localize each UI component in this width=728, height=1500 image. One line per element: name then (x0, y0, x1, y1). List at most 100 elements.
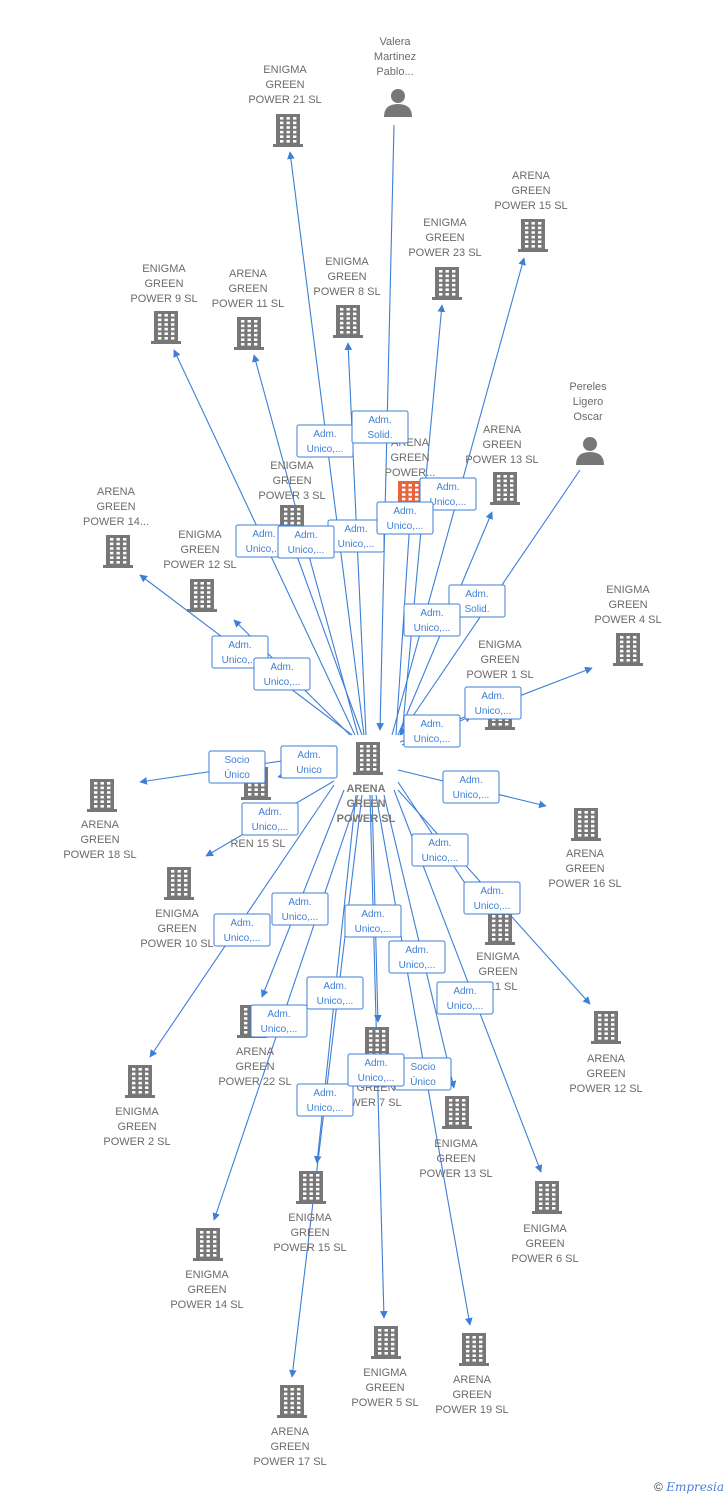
edge-label-text: Unico,... (252, 822, 289, 833)
edge-label-eg14[interactable]: Adm.Unico,... (271, 892, 329, 926)
building-icon[interactable] (151, 311, 181, 344)
edge-label-ag17[interactable]: Adm.Unico,... (306, 976, 364, 1010)
edge-label-ag19[interactable]: Adm.Unico,... (388, 940, 446, 974)
building-icon[interactable] (125, 1065, 155, 1098)
edge-label-eg6[interactable]: Adm. Unico,... (436, 981, 494, 1015)
building-icon[interactable] (490, 472, 520, 505)
edge-label-ag16[interactable]: Adm.Unico,... (442, 770, 500, 804)
building-icon[interactable] (371, 1326, 401, 1359)
building-icon[interactable] (296, 1171, 326, 1204)
person-icon[interactable] (384, 89, 412, 117)
edge-label-text: Solid. (464, 604, 489, 615)
building-icon[interactable] (485, 912, 515, 945)
edge-label-eg15[interactable]: Adm.Unico,... (296, 1083, 354, 1117)
edge-label-eg3[interactable]: Adm.Unico,... (277, 525, 335, 559)
edge-label-text: Adm. (364, 1058, 387, 1069)
node-label-line: GREEN (144, 278, 183, 290)
edge-label-eg10[interactable]: Adm.Unico,... (241, 802, 299, 836)
building-icon[interactable] (187, 579, 217, 612)
edge-label-eg1[interactable]: Adm.Unico,... (403, 714, 461, 748)
edge-label-sren15[interactable]: Adm.Unico (280, 745, 338, 779)
node-label-line: GREEN (180, 544, 219, 556)
edge-label-text: Adm. (453, 986, 476, 997)
building-icon[interactable] (103, 535, 133, 568)
edge-label-ag22[interactable]: Adm.Unico,... (250, 1004, 308, 1038)
node-label-line: POWER 10 SL (140, 938, 213, 950)
building-icon[interactable] (234, 317, 264, 350)
building-icon[interactable] (164, 867, 194, 900)
person-icon[interactable] (576, 437, 604, 465)
edge-label-ag7[interactable]: Adm.Unico,... (344, 904, 402, 938)
building-icon[interactable] (613, 633, 643, 666)
building-icon[interactable] (518, 219, 548, 252)
edge-label-valera[interactable]: Adm.Solid. (351, 410, 409, 444)
building-icon[interactable] (459, 1333, 489, 1366)
edge-label-eg23[interactable]: Adm.Unico,... (419, 477, 477, 511)
building-icon[interactable] (571, 808, 601, 841)
edge-label-eg2[interactable]: Adm.Unico,... (213, 913, 271, 947)
edge-label-eg8[interactable]: Adm.Unico,... (327, 519, 385, 553)
edge-label-agp[interactable]: Adm.Unico,... (376, 501, 434, 535)
node-label-line: POWER 21 SL (248, 94, 321, 106)
building-icon[interactable] (333, 305, 363, 338)
building-icon[interactable] (442, 1096, 472, 1129)
brand-logo[interactable]: Empresia (666, 1480, 724, 1494)
edge-label-text: Adm. (288, 897, 311, 908)
footer-brand: © Empresia (654, 1480, 724, 1494)
edge-label-text: Adm. (313, 429, 336, 440)
node-label-line: ARENA (566, 848, 605, 860)
node-label-line: ENIGMA (423, 217, 467, 229)
node-label-line: ARENA (346, 783, 385, 795)
building-icon[interactable] (273, 114, 303, 147)
node-label-line: ARENA (229, 268, 268, 280)
edge-label-eg5[interactable]: Adm.Unico,... (347, 1053, 405, 1087)
edge-label-pereles[interactable]: Adm.Solid. (448, 584, 506, 618)
edge-label-text: Unico,... (447, 1001, 484, 1012)
building-icon[interactable] (532, 1181, 562, 1214)
building-icon[interactable] (432, 267, 462, 300)
node-valera[interactable]: ValeraMartinezPablo... (374, 36, 416, 117)
edge-label-text: Unico,... (414, 734, 451, 745)
edge-label-eg4[interactable]: Adm.Unico,... (464, 686, 522, 720)
edge-label-ag13a[interactable]: Adm.Unico,... (403, 603, 461, 637)
edge-label-text: Único (224, 768, 250, 781)
edge-label-eg11[interactable]: Adm.Unico,... (411, 833, 469, 867)
edge-label-eg21[interactable]: Adm.Unico,... (296, 424, 354, 458)
edge-label-ag12[interactable]: Adm.Unico,... (463, 881, 521, 915)
node-label-line: POWER... (385, 467, 436, 479)
building-icon[interactable] (193, 1228, 223, 1261)
building-icon[interactable] (353, 742, 383, 775)
building-icon[interactable] (87, 779, 117, 812)
building-icon[interactable] (591, 1011, 621, 1044)
building-icon[interactable] (277, 1385, 307, 1418)
edge-label-eg12[interactable]: Adm.Unico,... (253, 657, 311, 691)
